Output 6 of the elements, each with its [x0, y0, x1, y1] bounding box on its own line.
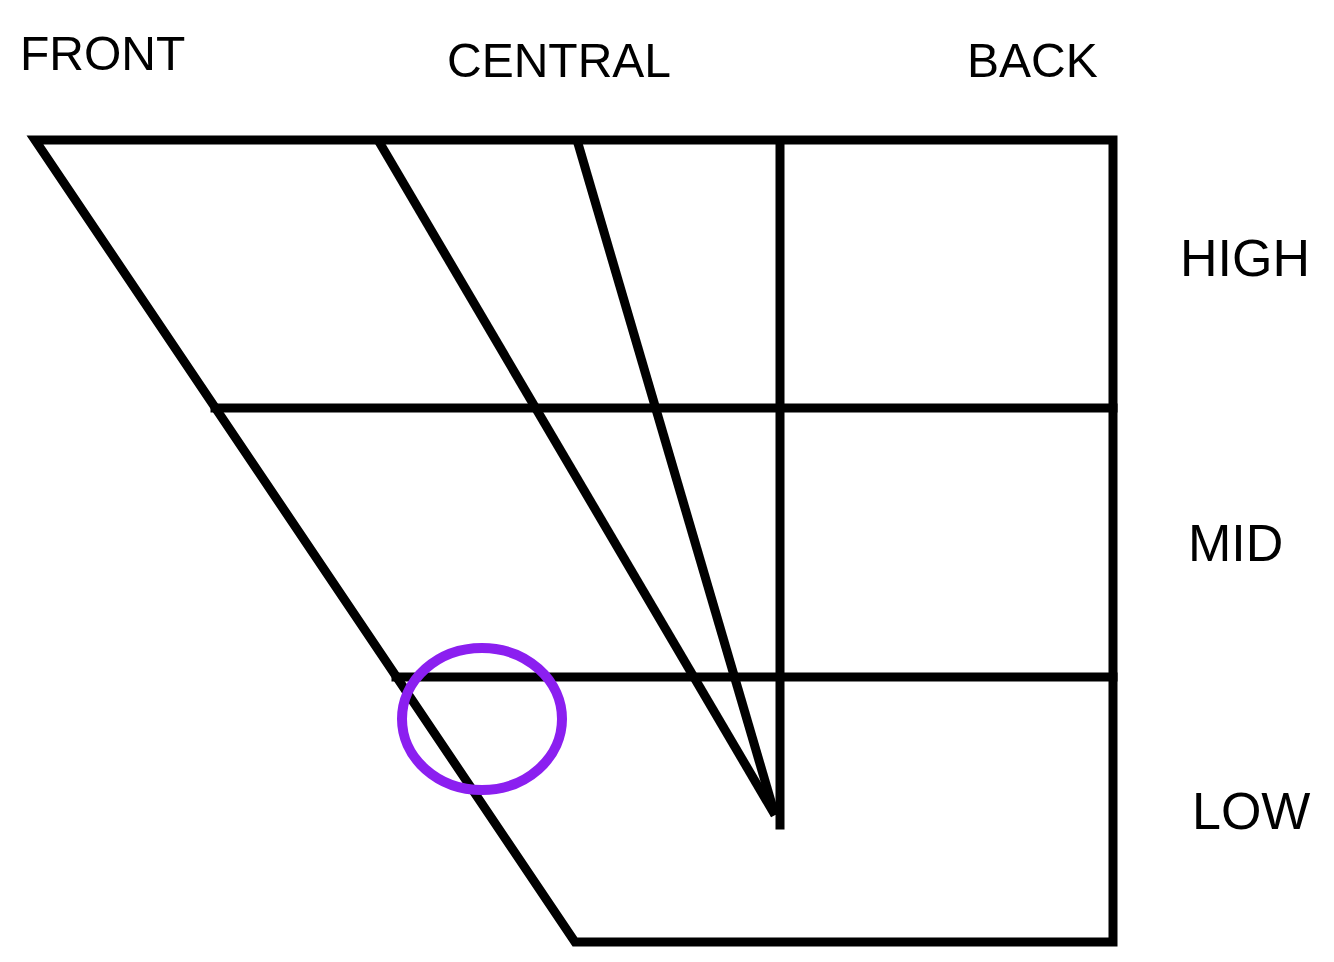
row-label: LOW [1192, 785, 1311, 837]
column-label: CENTRAL [447, 37, 672, 85]
column-label: BACK [967, 37, 1098, 85]
row-label: HIGH [1180, 232, 1310, 284]
row-label: MID [1188, 517, 1284, 569]
column-label: FRONT [20, 30, 186, 78]
